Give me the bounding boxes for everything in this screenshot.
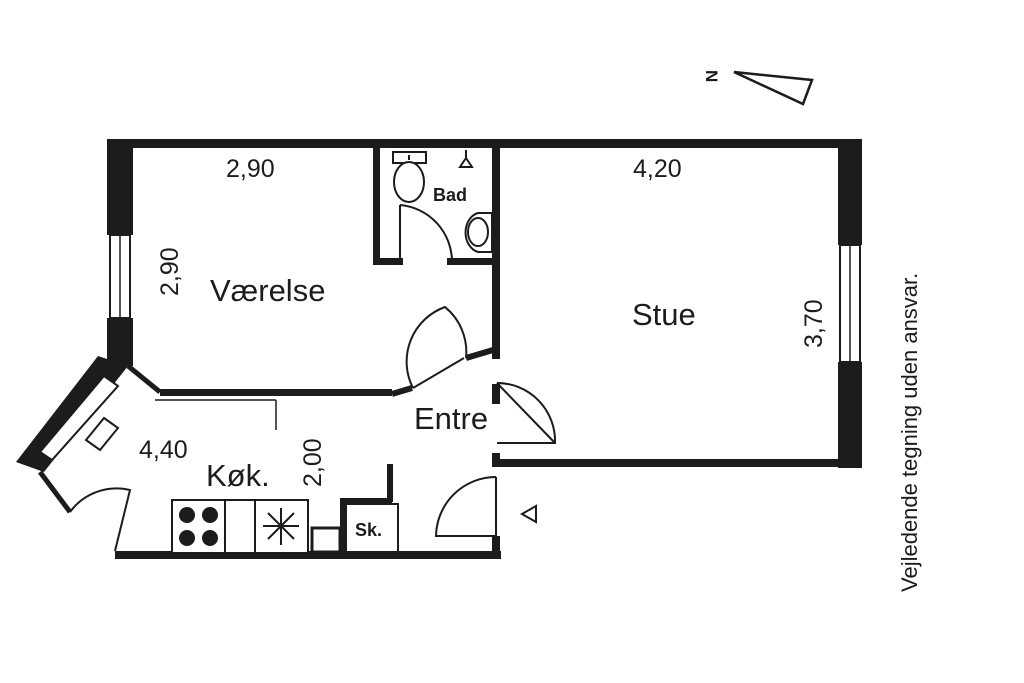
compass-label: N [702,70,721,82]
window-stue [839,244,861,363]
kitchen-sink-icon [84,416,120,452]
closet-label: Sk. [355,520,382,540]
meter-box-icon [310,526,342,554]
door-entrance [434,476,497,537]
disclaimer-text: Vejledende tegning uden ansvar. [897,273,922,592]
stue-label: Stue [632,297,696,332]
bad-label: Bad [433,185,467,205]
stue-width: 4,20 [633,155,682,183]
window-bedroom [109,234,131,319]
koek-width: 4,40 [139,436,188,464]
sink-icon [464,212,493,253]
north-arrow-icon: N [702,70,814,106]
stove-icon [171,499,226,554]
shower-icon [458,150,474,168]
toilet-icon [392,151,427,203]
vaerelse-depth: 2,90 [156,247,184,296]
koek-label: Køk. [206,458,270,493]
entrance-arrow-icon [519,504,537,524]
window-kitchen [38,374,120,462]
closet-box [345,503,399,553]
stue-depth: 3,70 [800,299,828,348]
door-bad [399,204,454,263]
door-vaerelse [405,305,468,389]
door-stue [496,382,557,444]
door-kitchen [69,487,132,552]
interior-walls [155,144,500,556]
entre-label: Entre [414,401,488,436]
vaerelse-width: 2,90 [226,155,275,183]
counter-icon [224,499,256,554]
fridge-icon [254,499,309,554]
vaerelse-label: Værelse [210,273,325,308]
koek-depth: 2,00 [299,438,327,487]
